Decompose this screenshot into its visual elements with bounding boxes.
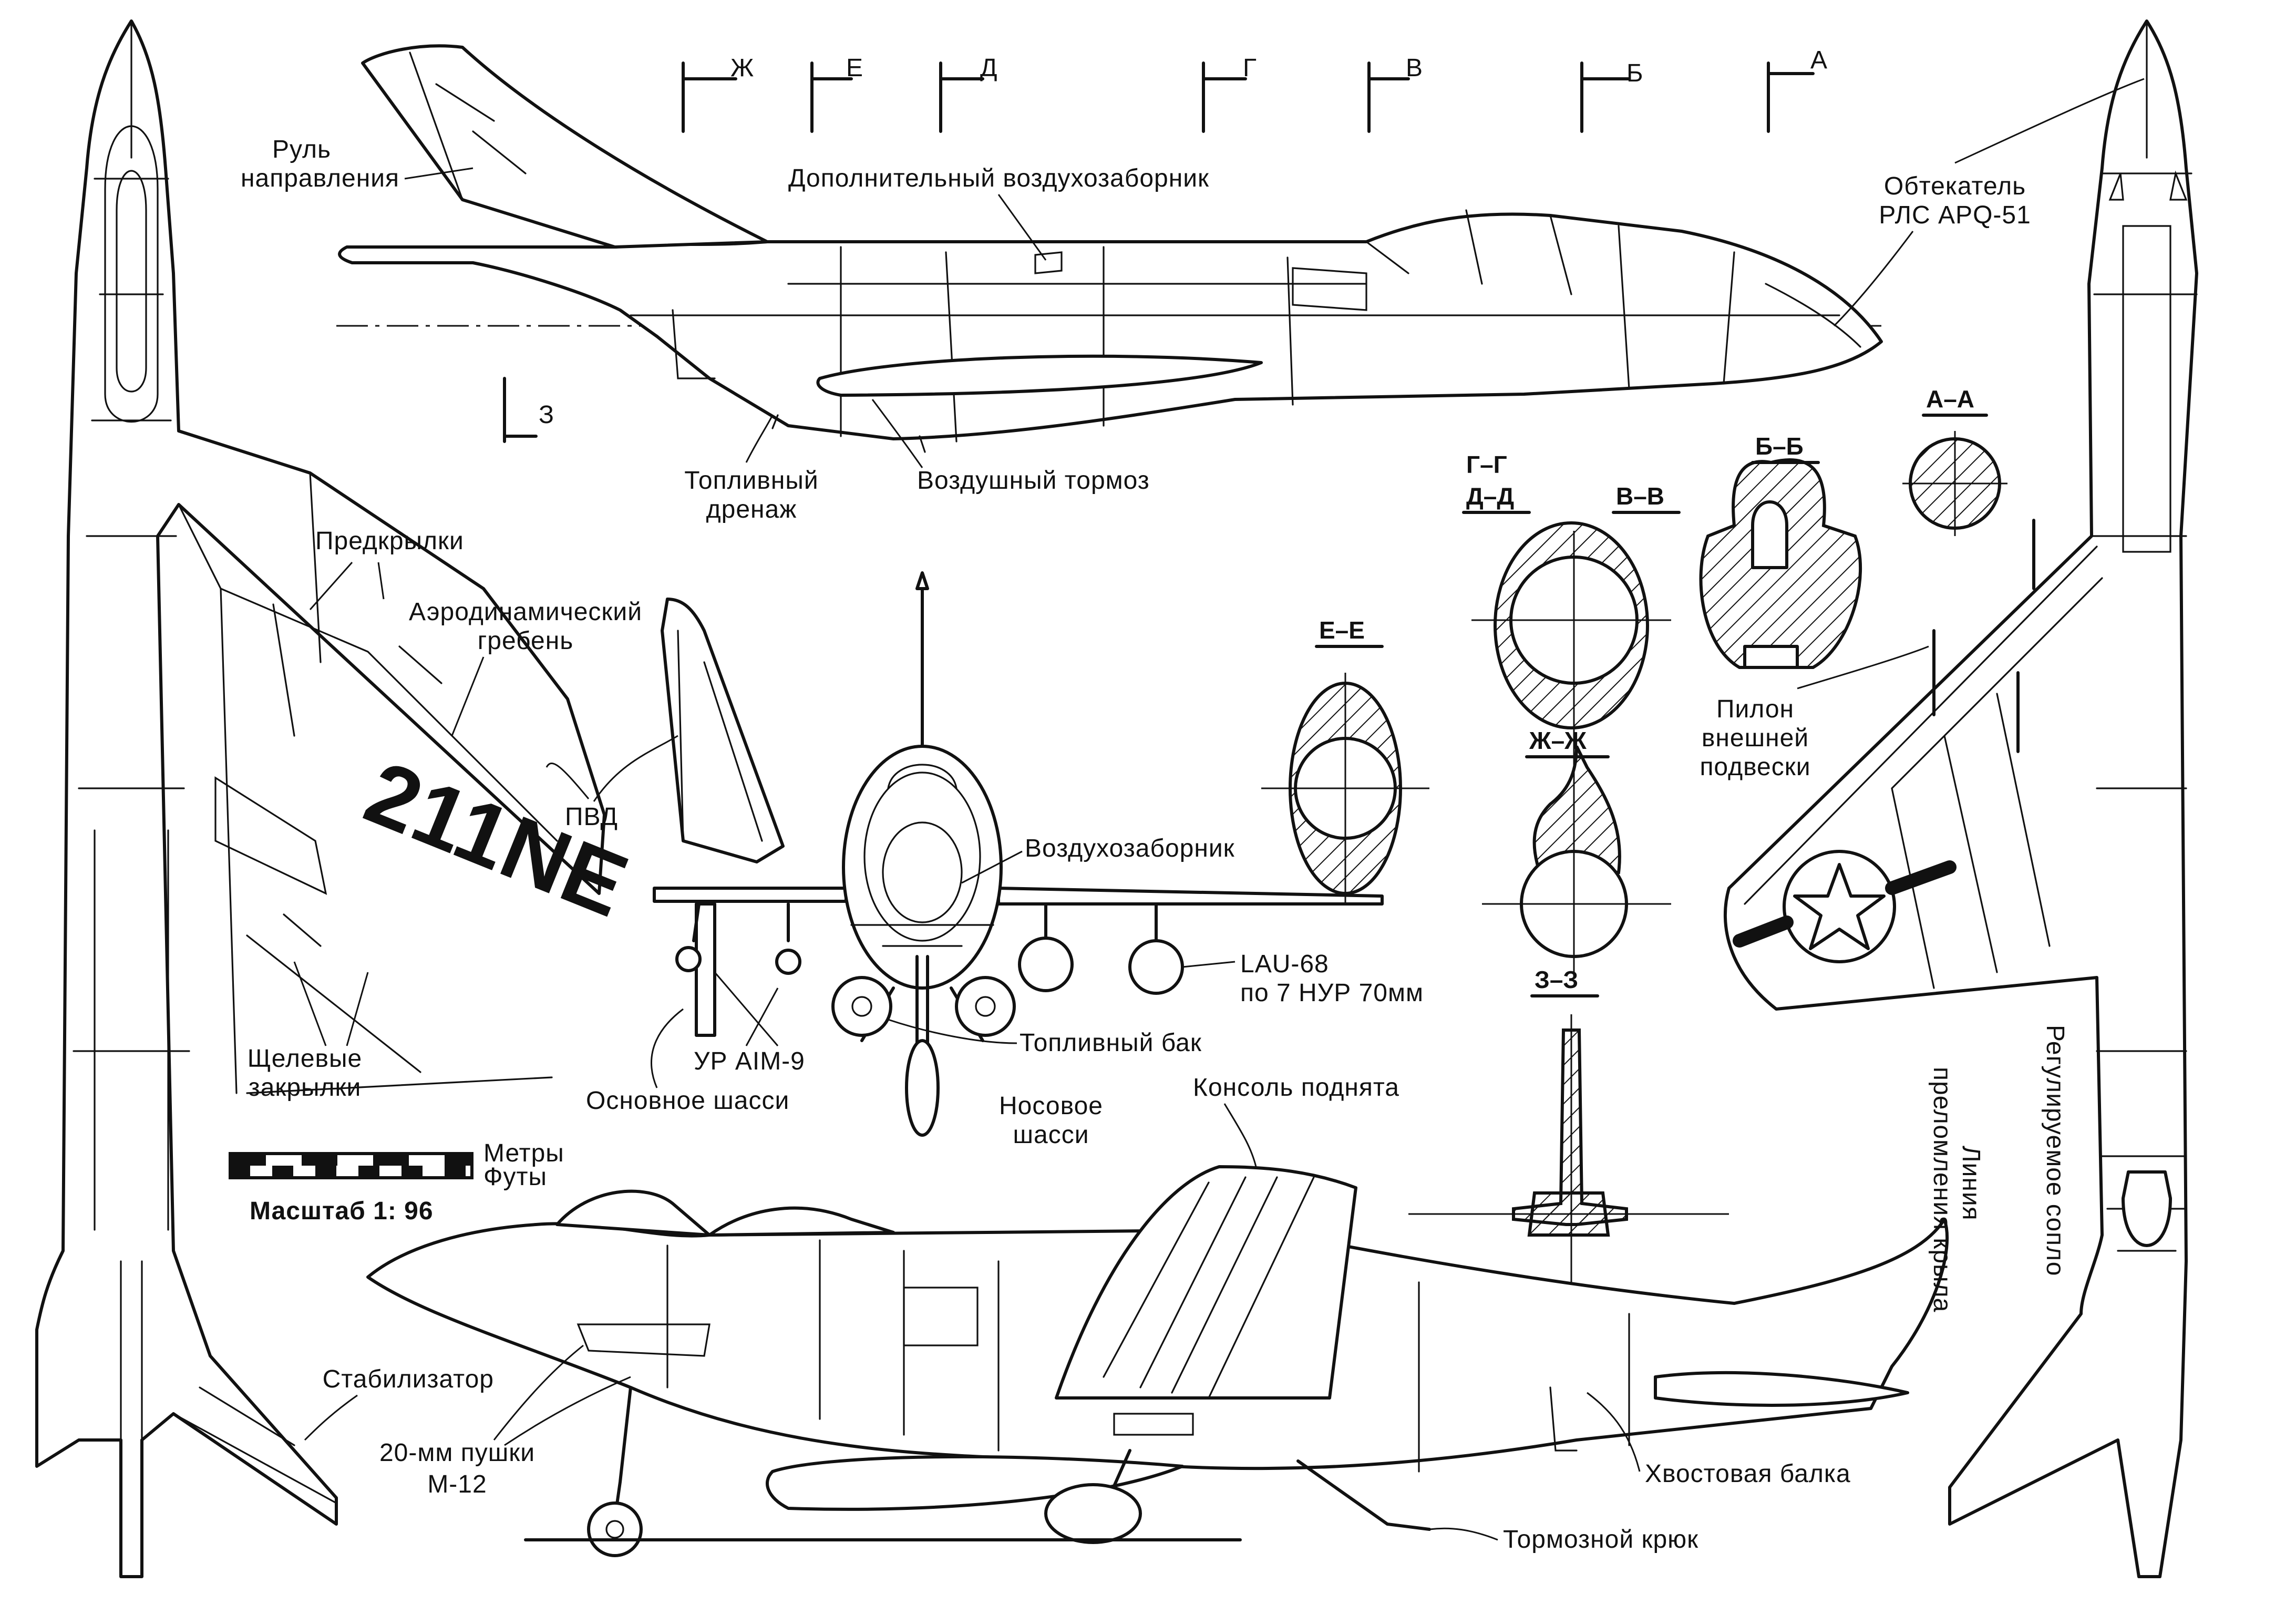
- cross-sections: [1261, 431, 2007, 1345]
- label-rudder-2: направления: [241, 164, 399, 192]
- cut-marker-z: З: [539, 401, 554, 429]
- cut-marker-a: А: [1810, 46, 1828, 74]
- label-radome-2: РЛС APQ-51: [1879, 201, 2031, 229]
- section-title-gg: Г–Г: [1466, 451, 1507, 478]
- scale-metres: Метры: [483, 1139, 564, 1167]
- label-nozzle: Регулируемое сопло: [2041, 1025, 2069, 1276]
- section-title-bb: Б–Б: [1755, 433, 1804, 460]
- label-flaps-2: закрылки: [249, 1074, 362, 1102]
- label-fold-line-2: преломления крыла: [1928, 1067, 1956, 1312]
- label-rudder-1: Руль: [272, 136, 331, 163]
- label-air-brake: Воздушный тормоз: [917, 467, 1150, 495]
- label-cannons-1: 20-мм пушки: [379, 1439, 535, 1467]
- section-titles: А–А Б–Б Г–Г Д–Д В–В Е–Е Ж–Ж З–З: [1315, 385, 1988, 997]
- label-pylon-3: подвески: [1700, 753, 1810, 781]
- label-pylon-1: Пилон: [1716, 695, 1794, 723]
- label-nose-gear-2: шасси: [1013, 1121, 1089, 1149]
- bottom-view-right: [1723, 19, 2198, 1578]
- section-title-zhzh: Ж–Ж: [1529, 727, 1587, 754]
- label-wing-fence-1: Аэродинамический: [409, 598, 642, 626]
- label-nose-gear-1: Носовое: [999, 1092, 1103, 1120]
- label-flaps-1: Щелевые: [248, 1045, 363, 1073]
- section-title-vv: В–В: [1616, 482, 1664, 510]
- label-lau68-2: по 7 НУР 70мм: [1240, 979, 1424, 1007]
- label-wing-fence-2: гребень: [478, 627, 574, 655]
- label-fuel-drain-1: Топливный: [684, 467, 818, 495]
- label-aim9: УР AIM-9: [694, 1047, 805, 1075]
- label-tail-boom: Хвостовая балка: [1645, 1460, 1851, 1488]
- label-fuel-tank: Топливный бак: [1020, 1029, 1202, 1057]
- label-fold-line-1: Линия: [1957, 1146, 1985, 1221]
- label-pylon-2: внешней: [1702, 724, 1809, 752]
- section-title-aa: А–А: [1926, 385, 1974, 413]
- cut-marker-d: Д: [980, 54, 998, 82]
- side-view-top: [336, 44, 1883, 453]
- section-title-zz: З–З: [1535, 966, 1578, 993]
- section-title-ee: Е–Е: [1319, 616, 1365, 644]
- label-lau68-1: LAU-68: [1240, 950, 1329, 978]
- label-slats: Предкрылки: [315, 527, 464, 555]
- label-aux-intake: Дополнительный воздухозаборник: [788, 164, 1209, 192]
- section-title-dd: Д–Д: [1466, 482, 1514, 510]
- label-stabilizer: Стабилизатор: [323, 1365, 494, 1393]
- cut-marker-e: Е: [846, 54, 863, 82]
- scale-bar: Метры Футы Масштаб 1: 96: [229, 1139, 564, 1225]
- label-arrest-hook: Тормозной крюк: [1503, 1526, 1698, 1554]
- cut-marker-b: Б: [1626, 59, 1644, 87]
- scale-caption: Масштаб 1: 96: [250, 1197, 434, 1225]
- label-fuel-drain-2: дренаж: [706, 496, 797, 523]
- cut-marker-g: Г: [1243, 54, 1257, 82]
- cut-marker-zh: Ж: [730, 54, 754, 82]
- scale-feet: Футы: [483, 1163, 547, 1191]
- label-radome-1: Обтекатель: [1884, 172, 2026, 200]
- label-wing-folded: Консоль поднята: [1193, 1074, 1399, 1102]
- label-intake: Воздухозаборник: [1025, 835, 1235, 862]
- cut-marker-v: В: [1406, 54, 1423, 82]
- label-pitot: ПВД: [565, 803, 618, 831]
- label-cannons-2: М-12: [427, 1470, 487, 1498]
- annotations: Руль направления Дополнительный воздухоз…: [241, 78, 2145, 1554]
- section-markers: Ж Е Д Г В Б А З: [503, 46, 1828, 443]
- label-main-gear: Основное шасси: [586, 1087, 789, 1115]
- front-view: [653, 571, 1384, 1137]
- side-view-bottom: [366, 1165, 1949, 1557]
